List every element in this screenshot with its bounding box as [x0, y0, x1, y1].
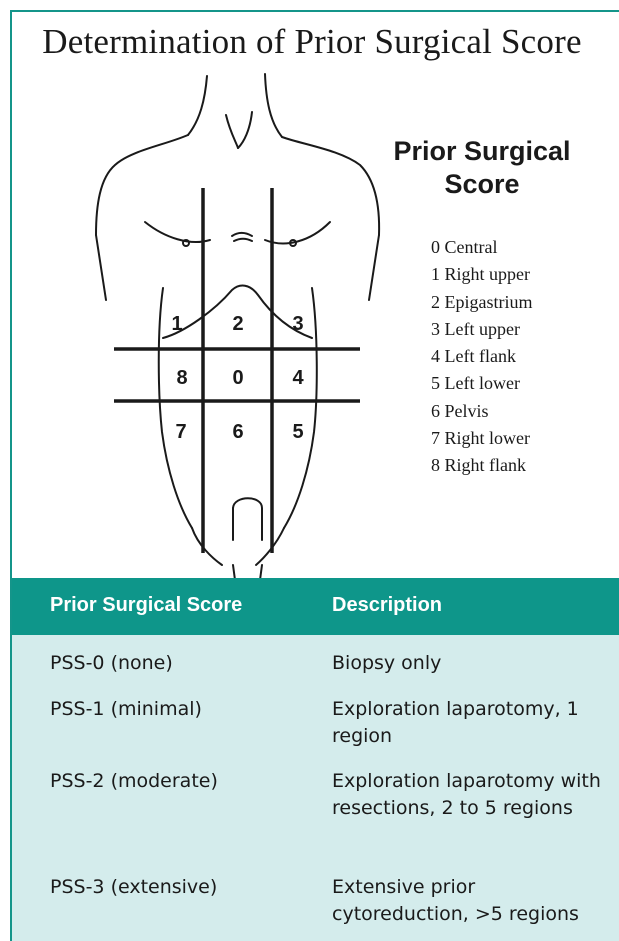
legend-item: 4 Left flank — [431, 343, 533, 370]
neck-notch-left — [226, 115, 238, 148]
chest-right — [265, 222, 330, 243]
legend-title: Prior Surgical Score — [372, 135, 592, 201]
legend-item: 8 Right flank — [431, 452, 533, 479]
legend-item: 0 Central — [431, 234, 533, 261]
score-table: Prior Surgical Score Description PSS-0 (… — [12, 578, 619, 941]
groin-right — [256, 528, 284, 565]
region-label-3: 3 — [292, 313, 303, 335]
nipple-left — [183, 240, 189, 246]
sternum-mark-1 — [232, 233, 252, 236]
genital-outline — [233, 498, 262, 540]
region-label-6: 6 — [232, 421, 243, 443]
legend-item: 6 Pelvis — [431, 398, 533, 425]
region-label-1: 1 — [171, 313, 182, 335]
row-score: PSS-2 (moderate) — [50, 768, 310, 795]
region-label-0: 0 — [232, 367, 243, 389]
legend-item: 3 Left upper — [431, 316, 533, 343]
arm-right-inner — [369, 235, 379, 300]
row-description: Exploration laparotomy, 1 region — [332, 696, 617, 750]
legend-list: 0 Central 1 Right upper 2 Epigastrium 3 … — [431, 234, 533, 480]
neck-notch-right — [238, 112, 252, 148]
header-description: Description — [332, 594, 442, 617]
legend-item: 5 Left lower — [431, 370, 533, 397]
arm-left-inner — [96, 235, 106, 300]
row-score: PSS-0 (none) — [50, 650, 310, 677]
region-label-8: 8 — [176, 367, 187, 389]
sternum-mark-2 — [234, 239, 252, 241]
region-label-5: 5 — [292, 421, 303, 443]
legend-item: 7 Right lower — [431, 425, 533, 452]
row-score: PSS-3 (extensive) — [50, 874, 310, 901]
row-score: PSS-1 (minimal) — [50, 696, 310, 723]
region-label-2: 2 — [232, 313, 243, 335]
region-label-4: 4 — [292, 367, 304, 389]
groin-left — [192, 528, 222, 565]
page-title: Determination of Prior Surgical Score — [12, 22, 612, 62]
legend-item: 1 Right upper — [431, 261, 533, 288]
region-labels: 1 2 3 8 0 4 7 6 5 — [171, 313, 304, 443]
neck-right — [265, 74, 282, 137]
chest-left — [145, 222, 210, 242]
legend-item: 2 Epigastrium — [431, 289, 533, 316]
row-description: Exploration laparotomy with resections, … — [332, 768, 617, 822]
region-label-7: 7 — [175, 421, 186, 443]
header-score: Prior Surgical Score — [50, 594, 242, 617]
row-description: Extensive prior cytoreduction, >5 region… — [332, 874, 617, 928]
row-description: Biopsy only — [332, 650, 617, 677]
table-header: Prior Surgical Score Description — [12, 578, 619, 635]
neck-left — [188, 76, 207, 135]
shoulder-left — [96, 135, 188, 235]
shoulder-right — [282, 137, 379, 235]
